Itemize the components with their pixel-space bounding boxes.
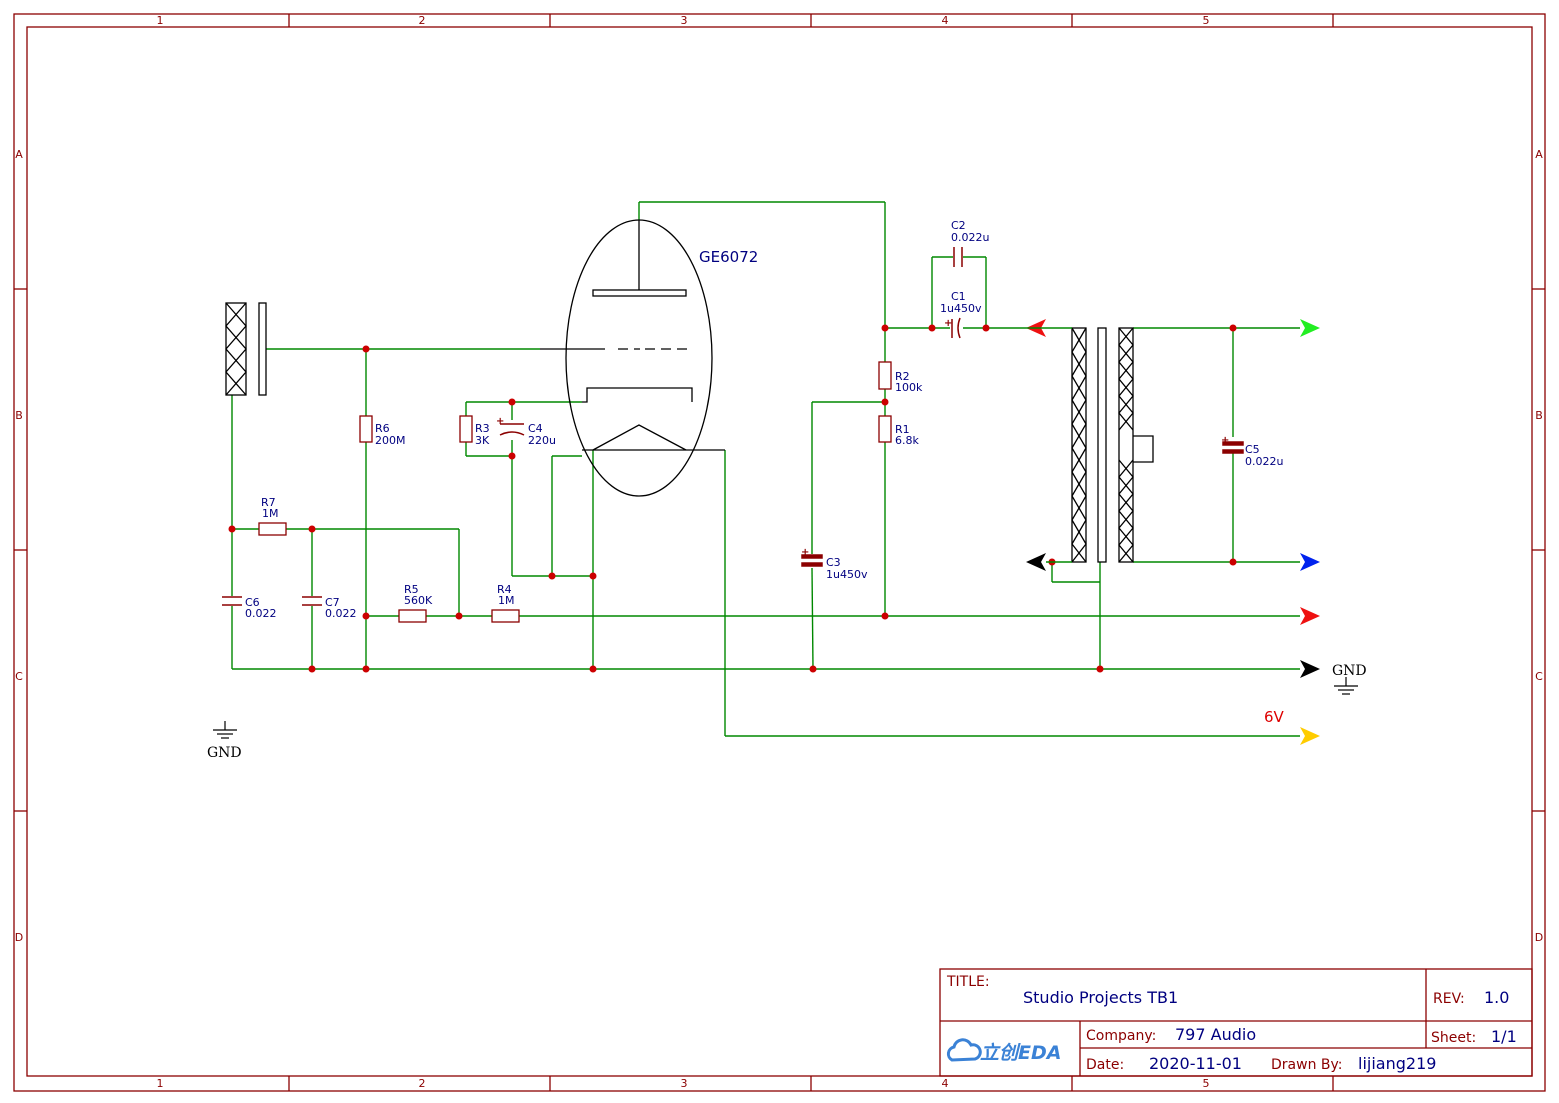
r6-value: 200M — [375, 434, 406, 447]
mic-capsule — [225, 302, 267, 396]
polarity-marks: + + + + — [496, 318, 1229, 558]
c1-ref: C1 — [951, 290, 966, 303]
r6-ref: R6 — [375, 422, 390, 435]
c5-ref: C5 — [1245, 443, 1260, 456]
component-labels: R6 200M R3 3K C4 220u R7 1M C6 0.022 C7 … — [245, 219, 1283, 620]
r5-value: 560K — [404, 594, 433, 607]
drawing-frame — [13, 13, 1546, 1092]
col-label-bottom-2: 2 — [419, 1077, 426, 1090]
resistor-r5-body — [398, 609, 427, 623]
r3-value: 3K — [475, 434, 490, 447]
r4-ref: R4 — [497, 583, 512, 596]
arrow-yellow-6v-icon — [1300, 727, 1320, 745]
row-label-left-a: A — [15, 148, 23, 161]
date-label: Date: — [1086, 1057, 1124, 1073]
row-label-left-d: D — [15, 931, 23, 944]
col-label-top-5: 5 — [1203, 14, 1210, 27]
resistor-r3-body — [459, 415, 473, 443]
col-label-top-1: 1 — [157, 14, 164, 27]
date-value: 2020-11-01 — [1149, 1054, 1242, 1073]
row-label-right-a: A — [1535, 148, 1543, 161]
drawn-by-value: lijiang219 — [1358, 1054, 1436, 1073]
col-label-bottom-3: 3 — [681, 1077, 688, 1090]
arrow-blue-icon — [1300, 553, 1320, 571]
rev-label: REV: — [1433, 991, 1465, 1007]
grid-labels: 1 2 3 4 5 1 2 3 4 5 A B C D A B C D — [15, 14, 1543, 1090]
sheet-value: 1/1 — [1491, 1027, 1517, 1046]
r5-ref: R5 — [404, 583, 419, 596]
row-label-right-b: B — [1535, 409, 1543, 422]
row-label-left-c: C — [15, 670, 23, 683]
logo-text: 立创EDA — [980, 1042, 1061, 1064]
company-label: Company: — [1086, 1028, 1156, 1044]
arrow-black-gnd-icon — [1300, 660, 1320, 678]
col-label-bottom-4: 4 — [942, 1077, 949, 1090]
c2-ref: C2 — [951, 219, 966, 232]
col-label-top-4: 4 — [942, 14, 949, 27]
c3-value: 1u450v — [826, 568, 868, 581]
arrow-black-input-icon — [1026, 553, 1046, 571]
row-label-right-c: C — [1535, 670, 1543, 683]
ground-symbol-left-icon — [213, 721, 237, 739]
col-label-top-2: 2 — [419, 14, 426, 27]
resistor-r1-body — [878, 415, 892, 443]
c7-value: 0.022 — [325, 607, 357, 620]
c6-ref: C6 — [245, 596, 260, 609]
r1-ref: R1 — [895, 423, 910, 436]
r7-value: 1M — [262, 507, 279, 520]
resistor-r7-body — [258, 522, 287, 536]
svg-text:+: + — [1221, 435, 1229, 446]
col-label-bottom-1: 1 — [157, 1077, 164, 1090]
net-label-6v: 6V — [1264, 708, 1285, 726]
r4-value: 1M — [498, 594, 515, 607]
svg-text:+: + — [801, 547, 809, 558]
title-block — [939, 968, 1533, 1077]
r1-value: 6.8k — [895, 434, 919, 447]
c7-ref: C7 — [325, 596, 340, 609]
svg-text:+: + — [496, 416, 504, 427]
eda-logo: 立创EDA — [946, 1038, 1061, 1064]
resistor-r6-body — [359, 415, 373, 443]
wires — [231, 201, 1300, 737]
title-value: Studio Projects TB1 — [1023, 988, 1178, 1007]
arrow-green-icon — [1300, 319, 1320, 337]
cloud-icon — [946, 1038, 982, 1062]
resistor-r2-body — [878, 361, 892, 390]
c4-ref: C4 — [528, 422, 543, 435]
r2-ref: R2 — [895, 370, 910, 383]
r3-ref: R3 — [475, 422, 490, 435]
net-label-gnd-left: GND — [207, 745, 242, 761]
rev-value: 1.0 — [1484, 988, 1509, 1007]
c2-value: 0.022u — [951, 231, 989, 244]
ground-symbol-right-icon — [1334, 677, 1358, 695]
resistor-r4-body — [491, 609, 520, 623]
vacuum-tube-ge6072 — [540, 219, 725, 497]
col-label-bottom-5: 5 — [1203, 1077, 1210, 1090]
c6-value: 0.022 — [245, 607, 277, 620]
net-label-gnd-right: GND — [1332, 663, 1367, 679]
row-label-left-b: B — [15, 409, 23, 422]
net-arrows — [1026, 319, 1320, 745]
sheet-label: Sheet: — [1431, 1030, 1476, 1046]
company-value: 797 Audio — [1175, 1025, 1256, 1044]
arrow-red-output-icon — [1300, 607, 1320, 625]
svg-text:+: + — [944, 318, 952, 329]
tube-label: GE6072 — [699, 248, 758, 266]
c5-value: 0.022u — [1245, 455, 1283, 468]
capacitors — [222, 247, 1244, 606]
output-transformer — [1071, 327, 1154, 563]
resistors — [258, 361, 892, 623]
r7-ref: R7 — [261, 496, 276, 509]
r2-value: 100k — [895, 381, 923, 394]
c1-value: 1u450v — [940, 302, 982, 315]
c4-value: 220u — [528, 434, 556, 447]
c3-ref: C3 — [826, 556, 841, 569]
drawn-by-label: Drawn By: — [1271, 1057, 1342, 1073]
title-label: TITLE: — [946, 974, 990, 990]
col-label-top-3: 3 — [681, 14, 688, 27]
row-label-right-d: D — [1535, 931, 1543, 944]
